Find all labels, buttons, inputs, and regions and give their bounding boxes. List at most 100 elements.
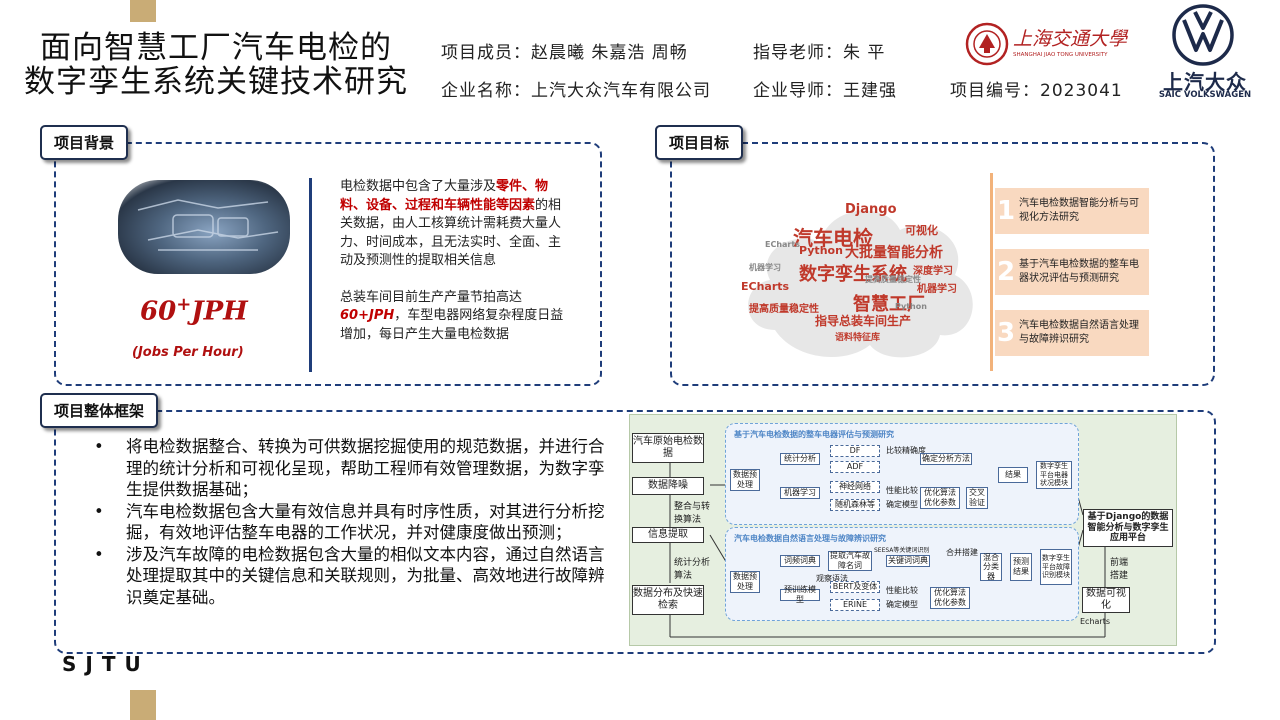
diag-r1-method: 确定分析方法 [920, 453, 972, 465]
company: 企业名称：上汽大众汽车有限公司 [441, 81, 711, 101]
diag-region-1-title: 基于汽车电检数据的整车电器评估与预测研究 [734, 430, 894, 439]
bullet-item-2: •汽车电检数据包含大量有效信息并具有时序性质，对其进行分析挖掘，有效地评估整车电… [94, 501, 614, 544]
diag-r2-vocab: 词频词典 [780, 555, 820, 567]
diag-r1-model: 确定模型 [886, 500, 918, 509]
diag-r1-adf: ADF [830, 461, 880, 473]
diag-r2-twin: 数字孪生平台故障识别模块 [1040, 549, 1072, 585]
goal-item-3: 3 汽车电检数据自然语言处理与故障辨识研究 [995, 310, 1149, 356]
page-title-line2: 数字孪生系统关键技术研究 [24, 64, 408, 100]
svw-name-cn: 上汽大众 [1163, 70, 1247, 94]
diag-r1-rf: 随机森林等 [830, 499, 880, 511]
diag-r2-perf: 性能比较 [886, 586, 918, 595]
background-paragraph-1: 电检数据中包含了大量涉及零件、物料、设备、过程和车辆性能等因素的相关数据，由人工… [340, 178, 570, 271]
word-cloud-word: Django [845, 202, 897, 217]
word-cloud-word: 指导总装车间生产 [815, 314, 912, 328]
diag-r2-kw: 关键词词典 [886, 555, 930, 567]
diag-region-2-title: 汽车电检数据自然语言处理与故障辨识研究 [734, 534, 886, 543]
diag-r1-result: 结果 [998, 467, 1028, 483]
diag-r2-preprocess: 数据预处理 [730, 571, 760, 593]
assembly-line-icon [137, 199, 279, 251]
word-cloud-word: Python [895, 302, 927, 311]
background-panel [54, 142, 602, 386]
bg-p1-b: 的相关数据，由人工核算统计需耗费大量人力、时间成本，且无法实时、全面、主动及预测… [340, 197, 562, 269]
gold-bar-bottom [130, 690, 156, 720]
word-cloud-word: ECharts [765, 240, 800, 249]
jph-number: 60+JPH [140, 294, 248, 327]
jph-unit: JPH [191, 296, 248, 327]
diag-r1-ml: 机器学习 [780, 487, 820, 499]
background-divider [309, 178, 312, 372]
goal-number-3: 3 [996, 318, 1016, 348]
diag-r1-twin: 数字孪生平台电器状况模块 [1036, 461, 1072, 489]
diag-r2-observe: 观察语法 [816, 574, 848, 583]
diag-r1-preprocess: 数据预处理 [730, 469, 760, 491]
diag-r1-opt: 优化算法优化参数 [920, 487, 960, 509]
diag-r2-predict: 预测结果 [1010, 553, 1032, 581]
diag-r1-perf: 性能比较 [886, 486, 918, 495]
goal-text-3: 汽车电检数据自然语言处理与故障辨识研究 [1019, 320, 1139, 345]
word-cloud-word: Python [799, 244, 843, 257]
framework-bullets: • 将电检数据整合、转换为可供数据挖掘使用的规范数据，并进行合理的统计分析和可视化… [94, 436, 614, 608]
bg-p2-a: 总装车间目前生产产量节拍高达 [340, 289, 523, 305]
diag-r2-mix: 混合分类器 [980, 553, 1002, 581]
word-cloud-word: 机器学习 [749, 263, 781, 272]
company-mentor: 企业导师：王建强 [753, 81, 897, 101]
word-cloud-word: 提高质量稳定性 [749, 304, 819, 315]
factory-photo [118, 180, 290, 274]
diag-r2-extract: 提取汽车故障名词 [828, 551, 872, 571]
goal-number-2: 2 [996, 257, 1016, 287]
bullet-text-1: 将电检数据整合、转换为可供数据挖掘使用的规范数据，并进行合理的统计分析和可视化呈… [126, 437, 605, 499]
bullet-dot-1: • [94, 437, 104, 456]
goal-number-1: 1 [996, 196, 1016, 226]
word-cloud-word: 深度学习 [913, 266, 953, 277]
diag-raw-data: 汽车原始电检数据 [632, 433, 704, 463]
diag-denoise: 数据降噪 [632, 477, 704, 495]
diag-r2-bert: BERT及变体 [830, 581, 880, 593]
goals-label: 项目目标 [655, 125, 744, 160]
diag-stat-label: 统计分析算法 [674, 558, 711, 581]
goal-text-2: 基于汽车电检数据的整车电器状况评估与预测研究 [1019, 259, 1139, 284]
word-cloud-word: 汽车电检 [793, 226, 873, 250]
word-cloud-word: ECharts [741, 280, 790, 293]
framework-label: 项目整体框架 [40, 393, 159, 428]
diag-r1-df: DF [830, 445, 880, 457]
footer-sjtu: SJTU [62, 652, 150, 676]
diag-distribution: 数据分布及快速检索 [632, 585, 704, 615]
bg-p1-a: 电检数据中包含了大量涉及 [340, 179, 497, 194]
members: 项目成员：赵晨曦 朱嘉浩 周畅 [441, 43, 688, 63]
goal-item-2: 2 基于汽车电检数据的整车电器状况评估与预测研究 [995, 249, 1149, 295]
diag-echarts: Echarts [1080, 617, 1111, 626]
diag-r1-cv: 交叉验证 [966, 487, 988, 509]
framework-panel [54, 410, 1216, 654]
svw-logo: 上汽大众 SAIC VOLKSWAGEN [1150, 2, 1260, 102]
diag-r2-ernie: ERINE [830, 599, 880, 611]
bullet-item-1: • 将电检数据整合、转换为可供数据挖掘使用的规范数据，并进行合理的统计分析和可视化… [94, 436, 614, 501]
background-label: 项目背景 [40, 125, 129, 160]
word-cloud-word: 机器学习 [917, 284, 957, 295]
jph-subtitle: (Jobs Per Hour) [132, 345, 244, 360]
diag-r2-merge: 合并搭建 [946, 548, 978, 557]
sjtu-name-cn: 上海交通大學 [1013, 28, 1128, 50]
goals-divider [990, 173, 993, 371]
sjtu-logo: 上海交通大學 SHANGHAI JIAO TONG UNIVERSITY [965, 20, 1128, 70]
svw-name-en: SAIC VOLKSWAGEN [1158, 90, 1252, 100]
goal-item-1: 1 汽车电检数据智能分析与可视化方法研究 [995, 188, 1149, 234]
project-number: 项目编号：2023041 [950, 81, 1123, 101]
word-cloud-word: 可视化 [905, 224, 938, 237]
vw-emblem-icon [1172, 4, 1234, 66]
bullet-text-3: 涉及汽车故障的电检数据包含大量的相似文本内容，通过自然语言处理提取其中的关键信息… [126, 544, 605, 607]
diag-frontend: 前端搭建 [1110, 558, 1129, 581]
bg-p2-red: 60+JPH [340, 308, 395, 323]
bullet-text-2: 汽车电检数据包含大量有效信息并具有时序性质，对其进行分析挖掘，有效地评估整车电器… [126, 501, 605, 543]
advisor: 指导老师：朱 平 [753, 43, 886, 63]
word-cloud-word: 智慧工厂 [853, 294, 925, 315]
diag-r1-accuracy: 比较精确度 [886, 446, 926, 455]
word-cloud-word: 语料特征库 [835, 333, 881, 343]
diag-info-extract: 信息提取 [632, 527, 704, 543]
diag-r2-opt: 优化算法优化参数 [930, 587, 970, 609]
jph-number-plus: + [176, 294, 192, 315]
page-title-line1: 面向智慧工厂汽车电检的 [40, 30, 392, 66]
diag-r2-pretrain: 预训练模型 [780, 585, 820, 604]
goal-text-1: 汽车电检数据智能分析与可视化方法研究 [1019, 198, 1139, 223]
